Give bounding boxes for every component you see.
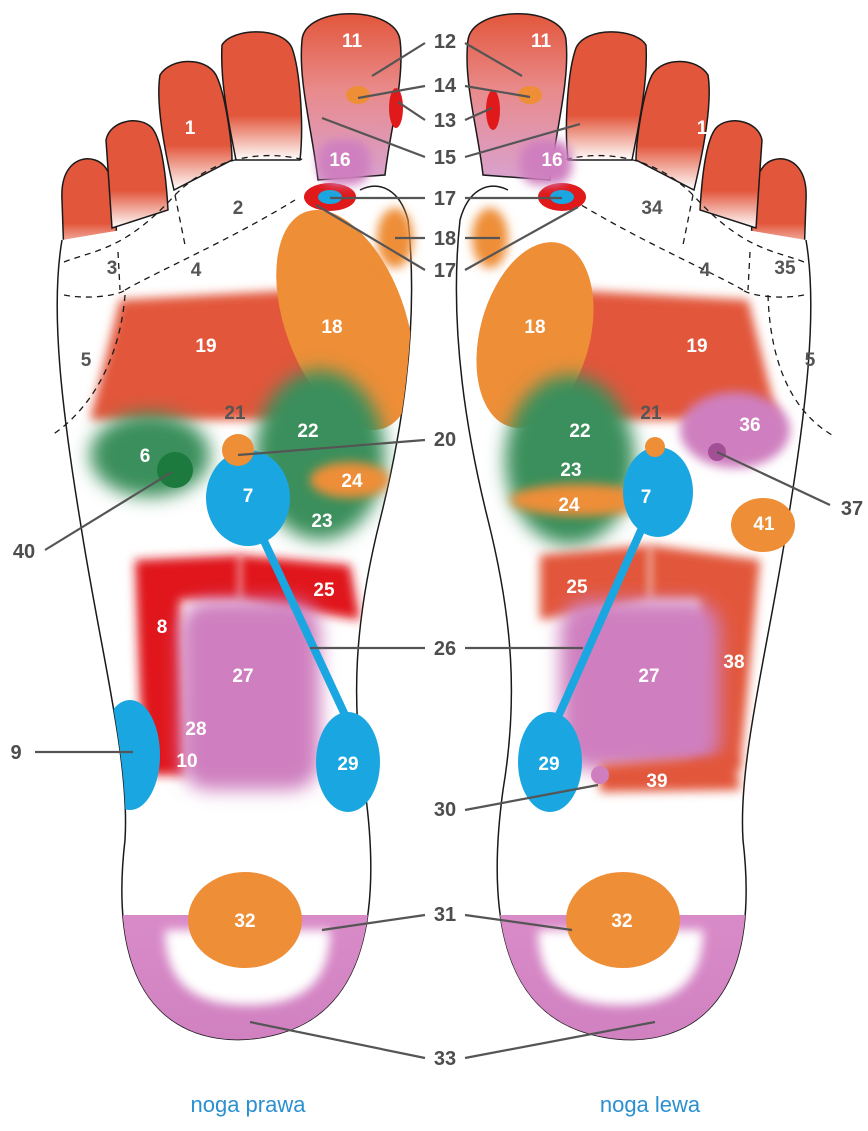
zone-label: 3 <box>107 258 118 279</box>
zone-label: 23 <box>311 511 332 532</box>
zone-label: 38 <box>723 652 744 673</box>
zone-label: 1 <box>185 118 196 139</box>
zone-label: 27 <box>638 666 659 687</box>
right-foot <box>52 14 441 1060</box>
zone-label: 28 <box>185 719 206 740</box>
zone-label: 16 <box>541 150 562 171</box>
toe-right-3 <box>159 61 232 190</box>
callout-label: 20 <box>434 429 456 451</box>
zone-21-right <box>222 434 254 466</box>
zone-label: 25 <box>566 577 588 598</box>
zone-label: 25 <box>313 580 335 601</box>
callout-label: 17 <box>434 188 456 210</box>
zone-14-right <box>346 86 370 104</box>
zone-label: 32 <box>611 911 632 932</box>
zone-label: 7 <box>641 487 652 508</box>
callout-label: 9 <box>10 742 21 764</box>
zone-label: 27 <box>232 666 253 687</box>
zone-label: 23 <box>560 460 581 481</box>
caption-left-foot: noga lewa <box>550 1092 750 1118</box>
zone-label: 34 <box>641 198 663 219</box>
zone-7-left <box>623 447 693 537</box>
zone-label: 7 <box>243 486 254 507</box>
zone-label: 4 <box>700 260 711 281</box>
zone-label: 21 <box>640 403 662 424</box>
zone-label: 18 <box>321 317 342 338</box>
toe-left-4 <box>700 121 762 228</box>
zone-label: 29 <box>337 754 358 775</box>
callout-label: 12 <box>434 31 456 53</box>
zone-label: 10 <box>176 751 197 772</box>
zone-label: 4 <box>191 260 202 281</box>
zone-27-right <box>180 600 320 790</box>
callout-label: 17 <box>434 260 456 282</box>
zone-label: 19 <box>686 336 707 357</box>
zone-label: 11 <box>531 31 552 52</box>
zone-label: 6 <box>140 446 151 467</box>
caption-right-foot: noga prawa <box>148 1092 348 1118</box>
callout-label: 13 <box>434 110 456 132</box>
callout-label: 26 <box>434 638 456 660</box>
toe-left-2 <box>566 32 646 160</box>
zone-label: 2 <box>233 198 244 219</box>
callout-label: 18 <box>434 228 456 250</box>
zone-label: 36 <box>739 415 760 436</box>
toe-right-2 <box>222 32 302 160</box>
callout-label: 15 <box>434 147 456 169</box>
zone-label: 24 <box>558 495 580 516</box>
zone-label: 35 <box>774 258 796 279</box>
zone-label: 21 <box>224 403 246 424</box>
zone-label: 22 <box>297 421 318 442</box>
zone-label: 5 <box>805 350 816 371</box>
callout-label: 30 <box>434 799 456 821</box>
zone-label: 11 <box>342 31 363 52</box>
zone-label: 22 <box>569 421 590 442</box>
toe-right-4 <box>106 121 168 228</box>
zone-label: 41 <box>753 514 775 535</box>
zone-label: 16 <box>329 150 350 171</box>
callout-label: 14 <box>434 75 457 97</box>
callout-label: 31 <box>434 904 456 926</box>
zone-label: 1 <box>697 118 708 139</box>
zone-36-left <box>680 392 790 468</box>
callout-label: 40 <box>13 541 35 563</box>
zone-9-right <box>100 700 160 810</box>
zone-label: 19 <box>195 336 216 357</box>
zone-label: 5 <box>81 350 92 371</box>
zone-label: 29 <box>538 754 559 775</box>
zone-label: 32 <box>234 911 255 932</box>
zone-label: 18 <box>524 317 545 338</box>
left-foot <box>456 14 832 1060</box>
zone-40-right <box>157 452 193 488</box>
zone-label: 39 <box>646 771 667 792</box>
callout-label: 33 <box>434 1048 456 1070</box>
zone-label: 8 <box>157 617 168 638</box>
zone-label: 24 <box>341 471 363 492</box>
callout-label: 37 <box>841 498 863 520</box>
